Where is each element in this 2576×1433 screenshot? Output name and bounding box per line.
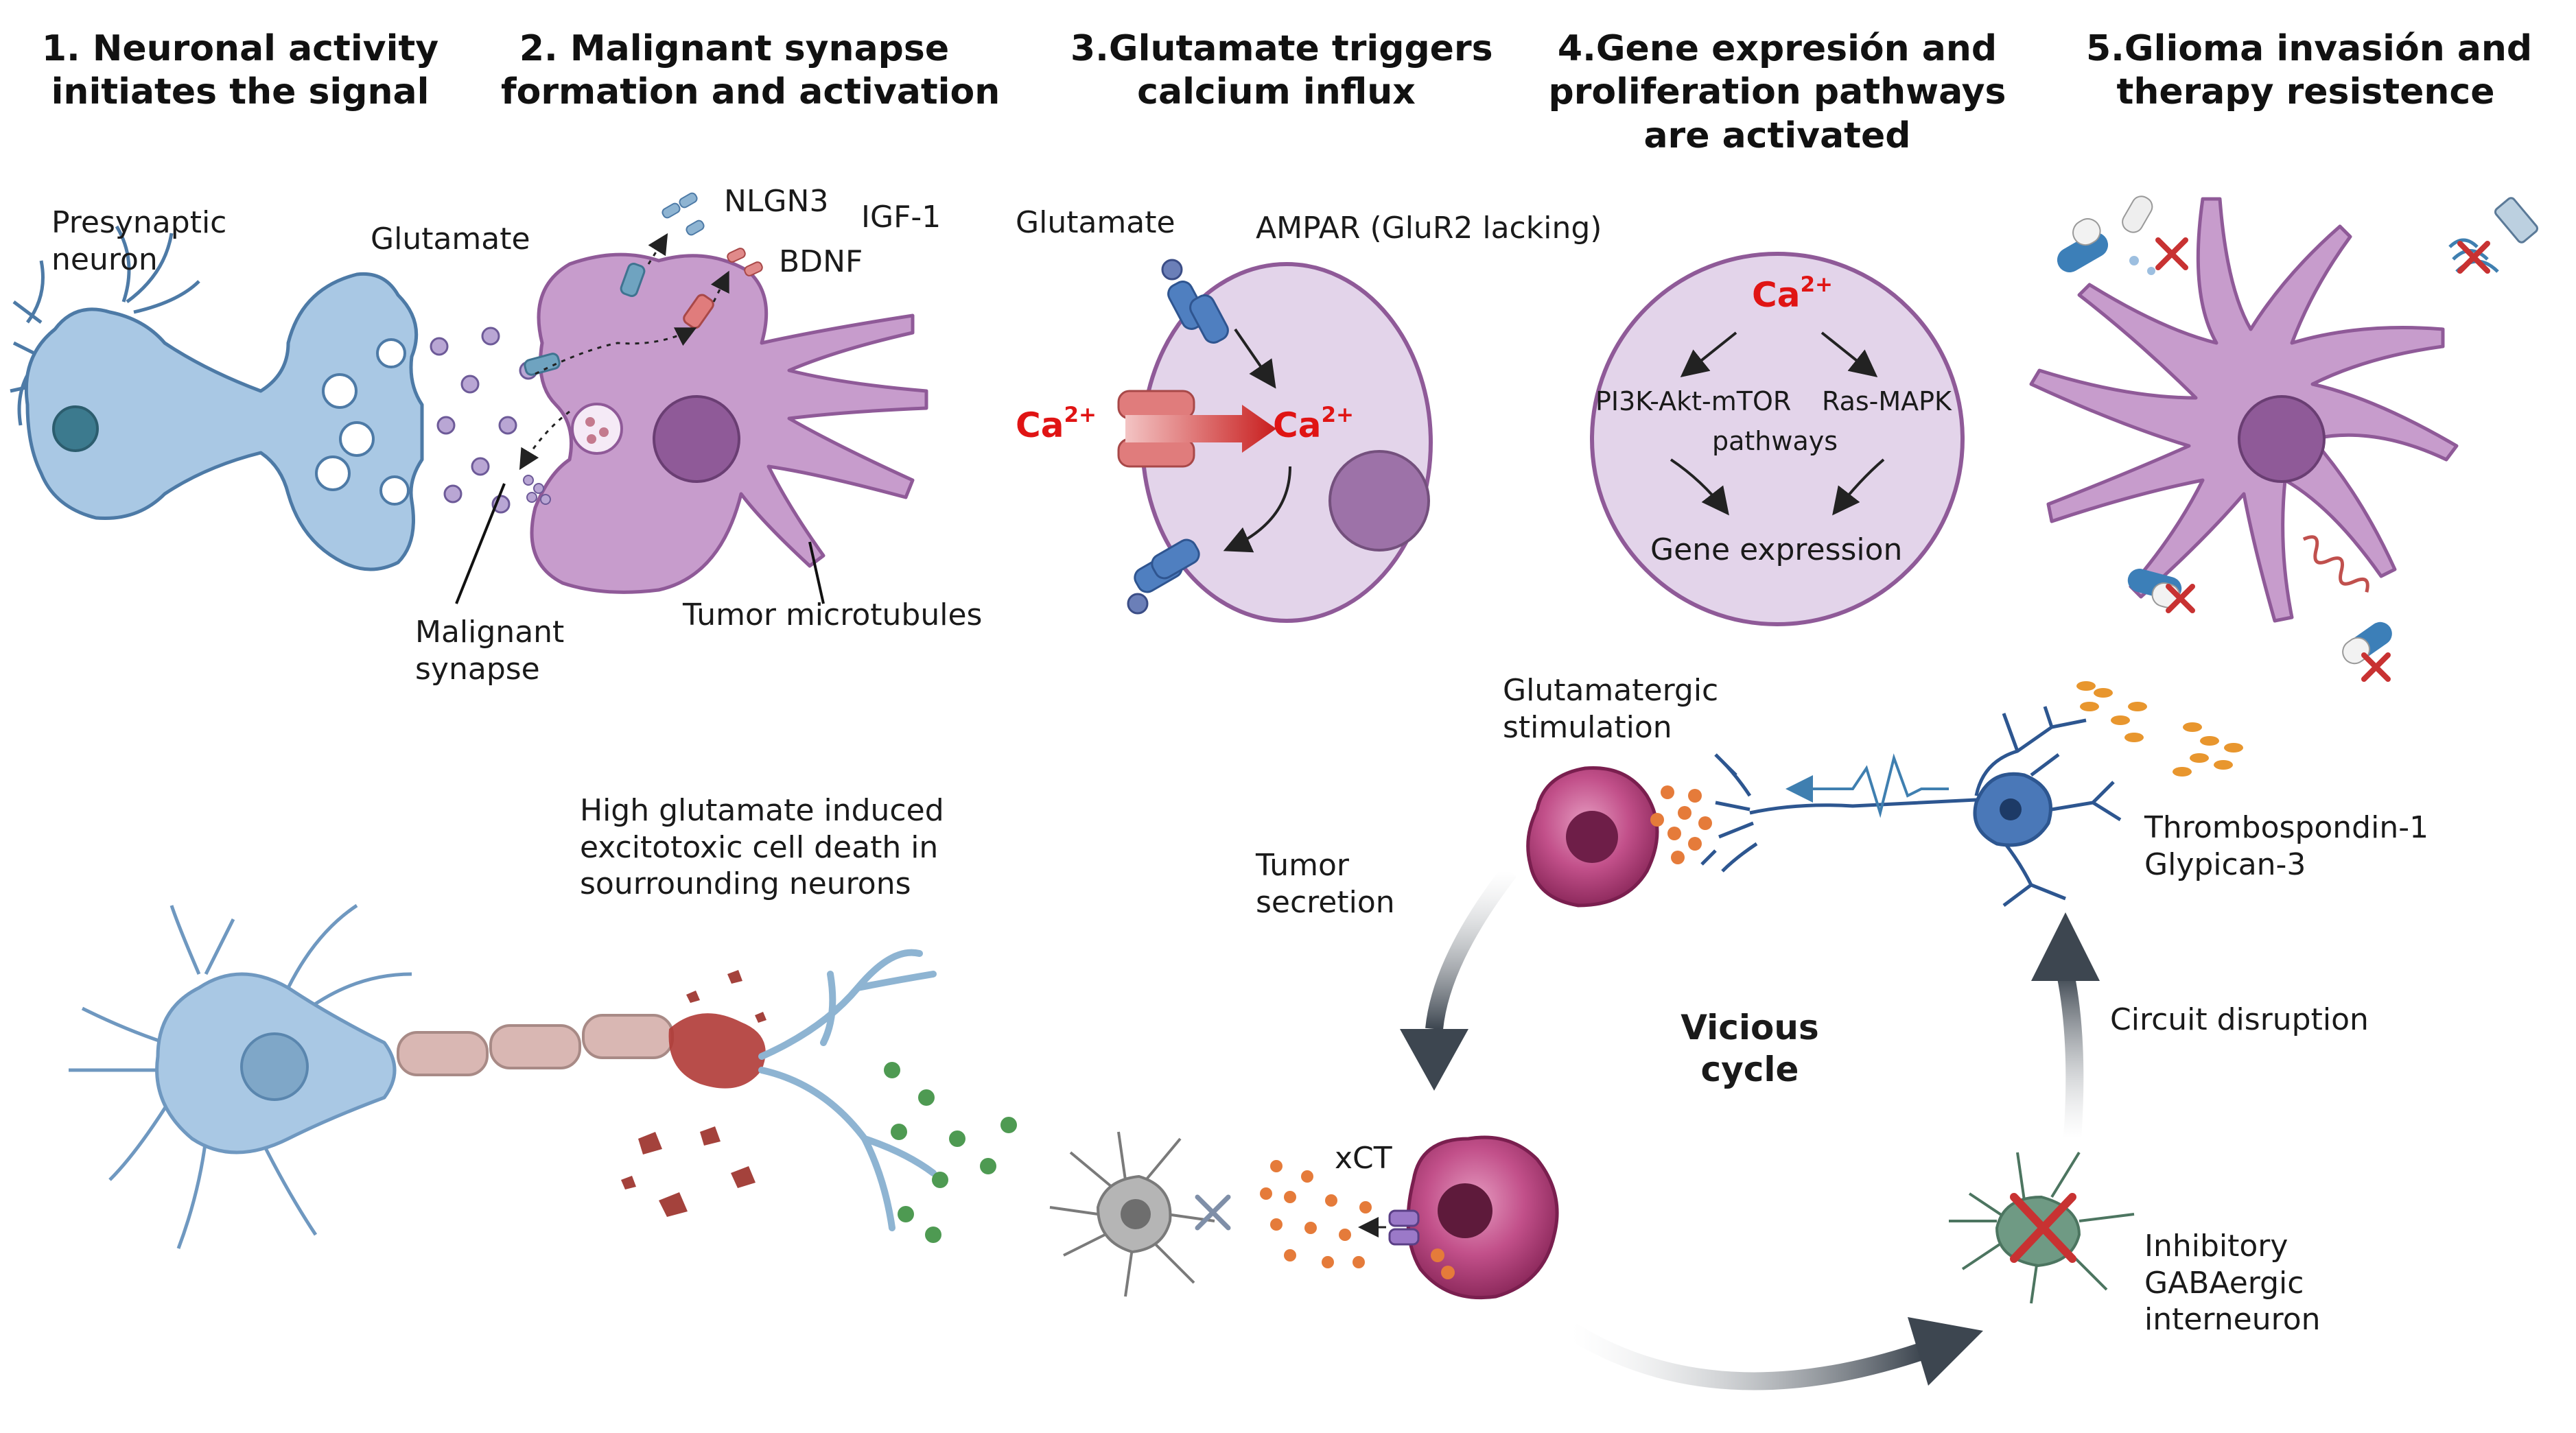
dna-strand-icon	[2302, 535, 2369, 593]
ras-mapk-label: Ras-MAPK	[1822, 386, 1952, 416]
glutamatergic-neuron	[1700, 706, 2122, 907]
docking-vesicles	[376, 338, 410, 506]
ampar-label: AMPAR (GluR2 lacking)	[1256, 211, 1602, 246]
ecg-pulse-icon	[1785, 753, 1949, 818]
nlgn3-molecules	[661, 192, 705, 236]
resistant-glioma-nucleus	[2238, 395, 2326, 483]
pathway-arrows	[1670, 331, 1885, 516]
pill-capsule-icon	[2057, 196, 2155, 275]
calcium-label-outside: Ca2+	[1016, 402, 1097, 445]
cycle-arrow-up	[2031, 912, 2100, 1139]
cleft-vesicles	[523, 475, 551, 505]
malignant-synapse-pointer	[455, 483, 506, 604]
glutamate-label-3: Glutamate	[1016, 205, 1175, 240]
x-cross-icon	[1195, 1194, 1231, 1231]
circuit-disruption-label: Circuit disruption	[2110, 1002, 2369, 1037]
pill-capsule-icon	[2342, 621, 2392, 682]
stimulation-orange-dots	[1650, 785, 1712, 864]
xct-transporter	[1358, 1209, 1420, 1246]
cycle-arrow-bottom	[1567, 1317, 1983, 1390]
xct-label: xCT	[1335, 1141, 1392, 1176]
thrombospondin-molecules	[2076, 681, 2243, 777]
pocket-dots	[585, 417, 609, 444]
calcium-label-pathway: Ca2+	[1752, 272, 1833, 315]
gene-expression-label: Gene expression	[1650, 532, 1903, 567]
pathway-cell	[1590, 252, 1965, 626]
pill-capsule-icon	[2127, 569, 2195, 613]
bdnf-label: BDNF	[779, 244, 863, 279]
calcium-cell-nucleus	[1328, 450, 1430, 552]
synaptic-vesicles	[315, 373, 375, 491]
microtubules-pointer	[808, 541, 825, 604]
radiation-icon	[2448, 197, 2538, 274]
presynaptic-nucleus	[52, 405, 99, 452]
nlgn3-label: NLGN3	[724, 184, 829, 219]
calcium-label-inside: Ca2+	[1273, 402, 1354, 445]
glutamate-label-1: Glutamate	[371, 222, 530, 257]
tumor-cell-xct	[1406, 1135, 1559, 1300]
calcium-arrows	[1223, 328, 1291, 553]
bdnf-molecules	[727, 248, 763, 276]
pathways-label: pathways	[1712, 426, 1838, 456]
damaged-axon-blob	[668, 1013, 766, 1089]
green-vesicles	[884, 1062, 1017, 1243]
x-cross-icon	[2010, 1193, 2076, 1263]
debris-fragments	[621, 970, 766, 1217]
glutamatergic-neuron-nucleus	[2000, 798, 2022, 820]
pi3k-label: PI3K-Akt-mTOR	[1595, 386, 1792, 416]
tumor-microtubules-label: Tumor microtubules	[683, 597, 983, 632]
dying-neuron-nucleus	[240, 1032, 309, 1101]
ampar-receptor-bottom	[1127, 538, 1200, 615]
ampar-receptor-top	[1161, 259, 1229, 344]
signal-dotted-arrows	[519, 233, 729, 471]
postsynaptic-pocket	[571, 403, 623, 455]
calcium-channel	[1117, 390, 1276, 468]
resistant-glioma-cell	[2029, 197, 2459, 623]
dendrite-branches	[758, 949, 937, 1231]
cycle-arrow-down	[1400, 866, 1517, 1091]
axon-myelin	[397, 1014, 674, 1076]
x-cross-icon	[2155, 237, 2188, 270]
igf1-label: IGF-1	[861, 200, 941, 235]
glutamate-release-dots	[1260, 1160, 1372, 1268]
dying-neuron	[69, 903, 412, 1249]
synapse-receptors	[524, 263, 714, 376]
glioma-nucleus	[653, 395, 740, 483]
presynaptic-neuron	[10, 225, 424, 571]
tumor-cell-stimulation	[1526, 766, 1659, 908]
grey-astrocyte-nucleus	[1121, 1199, 1151, 1229]
glutamate-molecules	[430, 327, 538, 514]
therapy-icons	[2057, 196, 2538, 682]
